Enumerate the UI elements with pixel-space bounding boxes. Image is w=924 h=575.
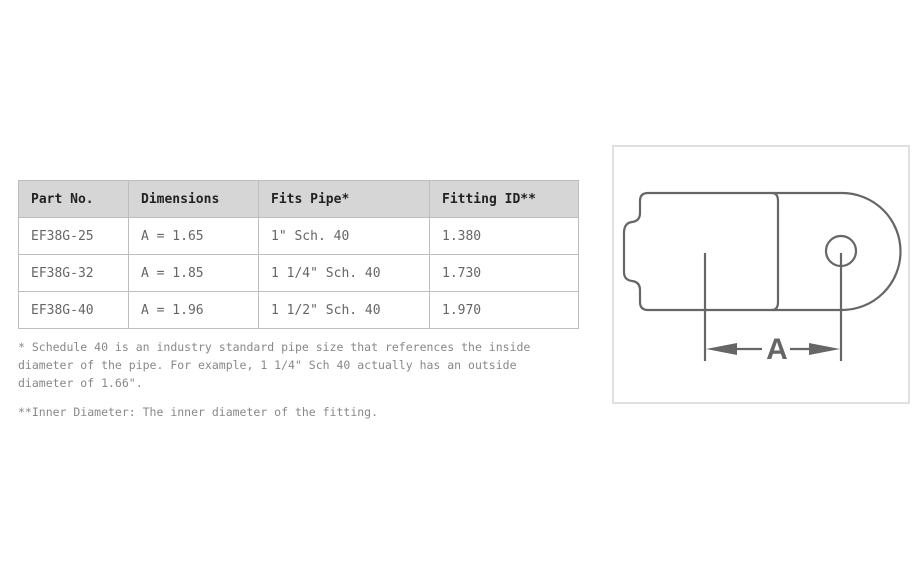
fitting-drawing: [622, 191, 902, 361]
cell-part-no: EF38G-40: [18, 291, 129, 329]
cell-dimensions: A = 1.65: [128, 217, 259, 255]
dimension-label: A: [766, 333, 788, 366]
table-row: EF38G-32 A = 1.85 1 1/4" Sch. 40 1.730: [18, 254, 579, 292]
table-row: EF38G-40 A = 1.96 1 1/2" Sch. 40 1.970: [18, 291, 579, 329]
schedule-note: * Schedule 40 is an industry standard pi…: [18, 340, 531, 390]
footnotes: * Schedule 40 is an industry standard pi…: [18, 338, 578, 432]
fitting-divider: [771, 191, 780, 312]
cell-fitting-id: 1.380: [429, 217, 579, 255]
inner-diameter-note: **Inner Diameter: The inner diameter of …: [18, 405, 379, 419]
arrowhead-left-icon: [706, 343, 737, 355]
fitting-diagram: A: [612, 145, 910, 404]
header-fitting-id: Fitting ID**: [429, 180, 579, 218]
header-dimensions: Dimensions: [128, 180, 259, 218]
cell-fitting-id: 1.730: [429, 254, 579, 292]
specs-table: Part No. Dimensions Fits Pipe* Fitting I…: [18, 180, 579, 329]
cell-dimensions: A = 1.85: [128, 254, 259, 292]
cell-dimensions: A = 1.96: [128, 291, 259, 329]
table-row: EF38G-25 A = 1.65 1" Sch. 40 1.380: [18, 217, 579, 255]
cell-part-no: EF38G-32: [18, 254, 129, 292]
header-part-no: Part No.: [18, 180, 129, 218]
table-header-row: Part No. Dimensions Fits Pipe* Fitting I…: [18, 180, 579, 218]
cell-fits-pipe: 1" Sch. 40: [258, 217, 430, 255]
cell-fits-pipe: 1 1/2" Sch. 40: [258, 291, 430, 329]
cell-fits-pipe: 1 1/4" Sch. 40: [258, 254, 430, 292]
arrowhead-right-icon: [809, 343, 840, 355]
cell-fitting-id: 1.970: [429, 291, 579, 329]
cell-part-no: EF38G-25: [18, 217, 129, 255]
header-fits-pipe: Fits Pipe*: [258, 180, 430, 218]
fitting-outline: [622, 191, 902, 312]
